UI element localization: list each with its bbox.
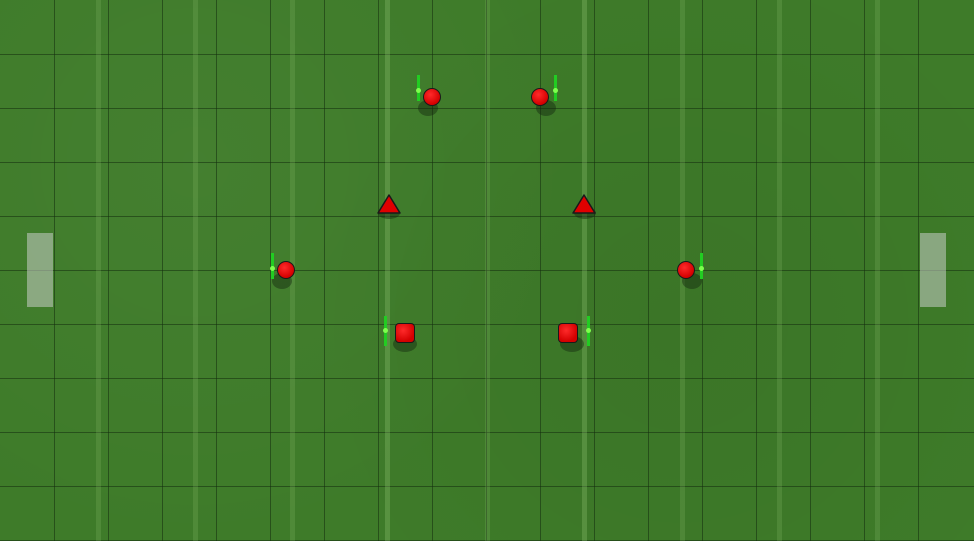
- grid-line: [0, 270, 974, 271]
- grid-line: [0, 324, 974, 325]
- yard-stripe: [485, 0, 490, 541]
- yard-stripe: [193, 0, 198, 541]
- grid-line: [0, 108, 974, 109]
- direction-dot: [553, 88, 558, 93]
- yard-stripe: [96, 0, 101, 541]
- yard-stripe: [385, 0, 390, 541]
- yard-stripe: [875, 0, 880, 541]
- player-token[interactable]: [677, 261, 695, 279]
- grid-line: [0, 432, 974, 433]
- direction-dot: [699, 266, 704, 271]
- player-token[interactable]: [395, 323, 415, 343]
- player-token[interactable]: [558, 323, 578, 343]
- player-token[interactable]: [423, 88, 441, 106]
- left-goal: [27, 233, 53, 307]
- direction-dot: [383, 328, 388, 333]
- grid-line: [0, 54, 974, 55]
- player-token[interactable]: [376, 193, 402, 215]
- grid-line: [0, 216, 974, 217]
- direction-dot: [416, 88, 421, 93]
- yard-stripe: [777, 0, 782, 541]
- yard-stripe: [582, 0, 587, 541]
- grid-line: [0, 378, 974, 379]
- grid-line: [0, 486, 974, 487]
- player-token[interactable]: [277, 261, 295, 279]
- player-token[interactable]: [571, 193, 597, 215]
- right-goal: [920, 233, 946, 307]
- direction-dot: [586, 328, 591, 333]
- grid-line: [0, 162, 974, 163]
- direction-dot: [270, 266, 275, 271]
- player-token[interactable]: [531, 88, 549, 106]
